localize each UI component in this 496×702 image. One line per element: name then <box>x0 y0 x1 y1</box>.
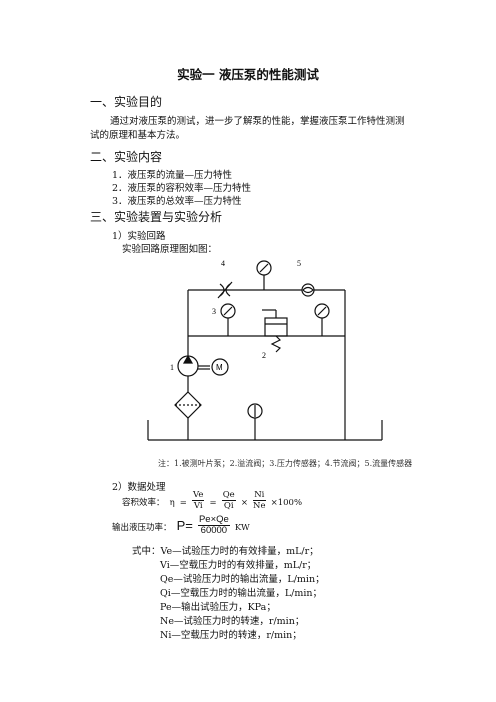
circuit-intro: 实验回路原理图如图： <box>122 244 218 255</box>
motor-label: M <box>216 363 223 372</box>
content-item-3: 3．液压泵的总效率—压力特性 <box>112 196 242 207</box>
label-2: 2 <box>262 351 266 360</box>
content-item-1: 1．液压泵的流量—压力特性 <box>112 170 233 181</box>
purpose-line-1: 通过对液压泵的测试，进一步了解泵的性能，掌握液压泵工作特性测测 <box>110 116 405 127</box>
section-heading-content: 二、实验内容 <box>90 150 163 164</box>
efficiency-label: 容积效率： <box>122 498 165 508</box>
eta-symbol: η <box>169 498 175 508</box>
power-label: 输出液压功率： <box>112 523 172 533</box>
flow-sensor-symbol <box>301 283 315 297</box>
page-title: 实验一 液压泵的性能测试 <box>177 67 319 82</box>
fraction-qe-qi: Qe Qi <box>221 490 236 511</box>
section-heading-purpose: 一、实验目的 <box>90 95 163 109</box>
definition-line: Qe—试验压力时的输出流量，L/min； <box>160 574 325 585</box>
power-formula: 输出液压功率： P= Pe×Qe 60000 KW <box>112 514 250 536</box>
definition-line: Ne—试验压力时的转速，r/min； <box>160 616 305 627</box>
fraction-ni-ne: Ni Ne <box>253 490 266 511</box>
percent-factor: ×100% <box>270 498 303 508</box>
fraction-power: Pe×Qe 60000 <box>197 514 230 536</box>
motor-symbol <box>211 358 229 376</box>
definition-line: Qi—空载压力时的输出流量，L/min； <box>160 588 323 599</box>
efficiency-formula: 容积效率： η = Ve Vi = Qe Qi × Ni Ne ×100% <box>122 490 303 511</box>
definition-line: Pe—输出试验压力，KPa； <box>160 602 276 613</box>
label-5: 5 <box>297 259 301 268</box>
diagram-caption: 注：1.被测叶片泵；2.溢流阀；3.压力传感器；4.节流阀；5.流量传感器 <box>158 459 413 468</box>
hydraulic-circuit-diagram: 4 5 3 2 1 M <box>147 259 383 441</box>
label-1: 1 <box>170 363 174 372</box>
label-4: 4 <box>221 259 225 268</box>
relief-valve-body <box>264 317 288 337</box>
power-unit: KW <box>234 523 250 533</box>
purpose-line-2: 试的原理和基本方法。 <box>90 130 186 141</box>
definition-line: Ni—空载压力时的转速，r/min； <box>160 630 302 641</box>
label-3: 3 <box>212 307 216 316</box>
content-item-2: 2．液压泵的容积效率—压力特性 <box>112 183 252 194</box>
subheading-circuit: 1）实验回路 <box>112 231 166 242</box>
subheading-data-processing: 2）数据处理 <box>112 482 166 493</box>
definition-line: Vi—空载压力时的有效排量，mL/r； <box>160 560 317 571</box>
section-heading-apparatus: 三、实验装置与实验分析 <box>90 210 223 224</box>
definition-line: 式中：Ve—试验压力时的有效排量，mL/r； <box>132 546 319 557</box>
fraction-ve-vi: Ve Vi <box>192 490 205 511</box>
